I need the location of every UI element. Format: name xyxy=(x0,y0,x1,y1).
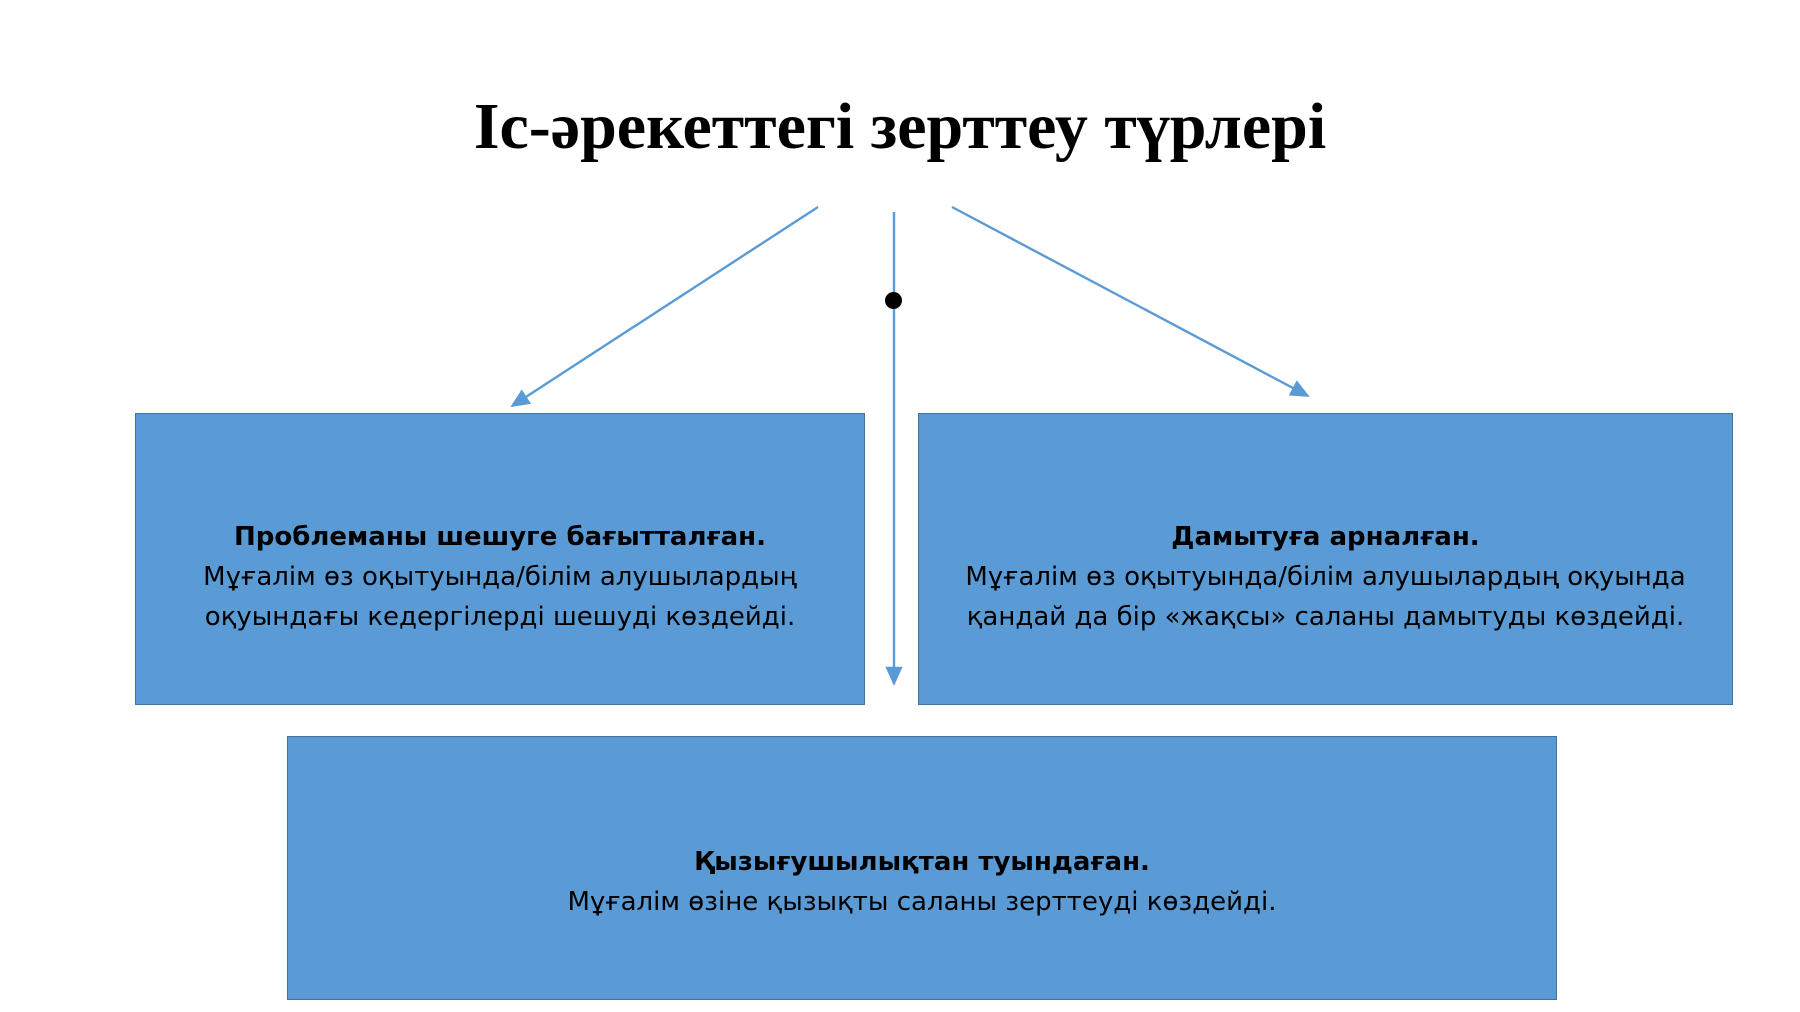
box-body-line: қандай да бір «жақсы» саланы дамытуды кө… xyxy=(966,602,1685,632)
center-bullet-icon xyxy=(885,292,902,309)
box-heading: Қызығушылықтан туындаған. xyxy=(694,847,1150,877)
box-problem-solving[interactable]: Проблеманы шешуге бағытталған. Мұғалім ө… xyxy=(135,413,865,705)
box-body-line: Мұғалім өз оқытуында/білім алушылардың о… xyxy=(965,562,1686,592)
arrow-to-right-box xyxy=(951,205,1310,398)
box-heading: Дамытуға арналған. xyxy=(1171,522,1480,552)
box-development-oriented[interactable]: Дамытуға арналған. Мұғалім өз оқытуында/… xyxy=(918,413,1733,705)
box-interest-driven[interactable]: Қызығушылықтан туындаған. Мұғалім өзіне … xyxy=(287,736,1557,1000)
page-title: Іс-әрекеттегі зерттеу түрлері xyxy=(473,90,1327,163)
box-body-line: Мұғалім өз оқытуында/білім алушылардың xyxy=(203,562,797,592)
box-heading: Проблеманы шешуге бағытталған. xyxy=(233,522,767,552)
arrow-to-left-box xyxy=(510,205,819,408)
box-body-line: Мұғалім өзіне қызықты саланы зерттеуді к… xyxy=(567,887,1277,917)
box-body-line: оқуындағы кедергілерді шешуді көздейді. xyxy=(204,602,796,632)
